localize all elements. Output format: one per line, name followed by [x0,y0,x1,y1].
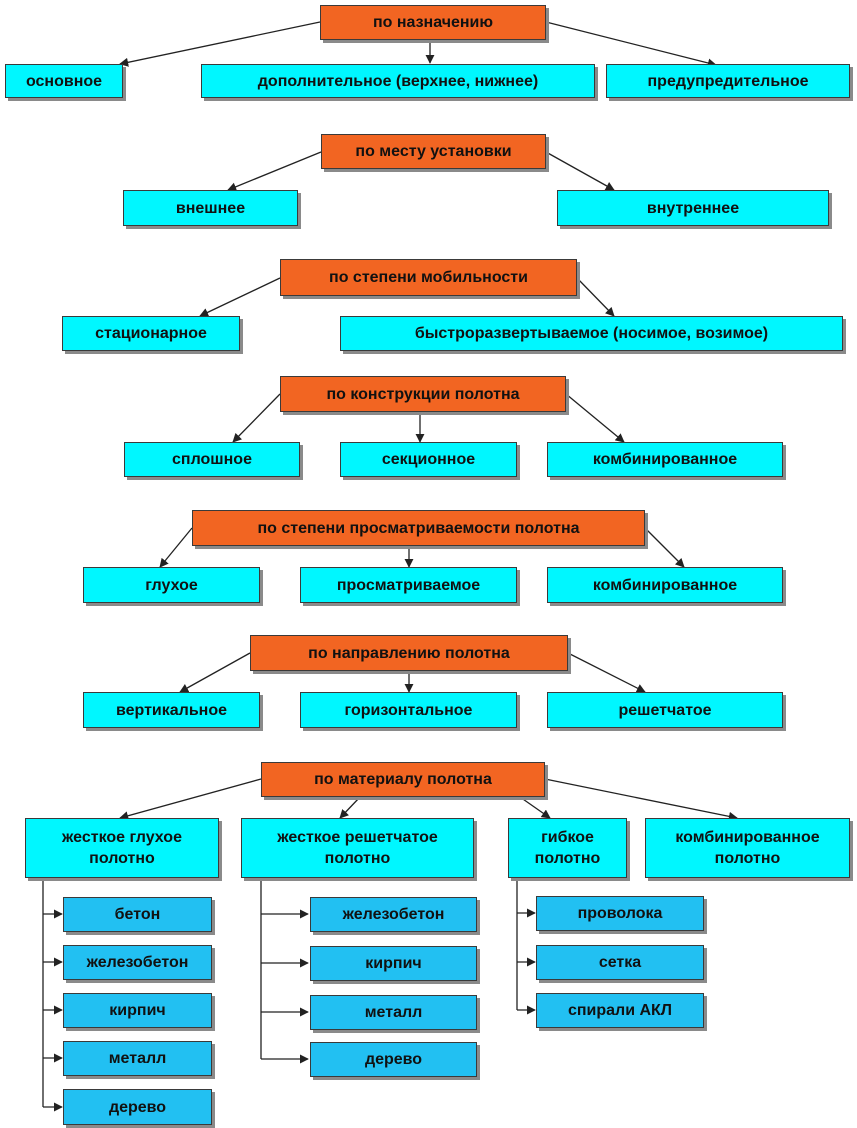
material-item: проволока [536,896,704,931]
material-item: бетон [63,897,212,932]
option-box: внутреннее [557,190,829,226]
connector-arrow [644,527,685,568]
connector-arrow [544,778,738,821]
material-item: спирали АКЛ [536,993,704,1028]
category-visibility: по степени просматриваемости полотна [192,510,645,546]
material-group-box: комбинированное полотно [645,818,850,878]
option-box: горизонтальное [300,692,517,728]
connector-arrow [576,277,615,317]
connector-arrow [545,151,615,191]
connector-arrow [159,527,193,568]
connector-arrow [565,393,625,443]
connector-arrow [227,151,322,192]
option-box: просматриваемое [300,567,517,603]
material-item: кирпич [310,946,477,981]
option-box: дополнительное (верхнее, нижнее) [201,64,595,98]
connector-arrow [519,796,551,819]
option-box: вертикальное [83,692,260,728]
category-material: по материалу полотна [261,762,545,797]
connector-arrow [119,21,321,67]
option-box: внешнее [123,190,298,226]
option-box: быстроразвертываемое (носимое, возимое) [340,316,843,351]
category-purpose: по назначению [320,5,546,40]
material-item: железобетон [63,945,212,980]
connector-arrow [119,778,262,821]
connector-arrow [232,393,281,443]
material-group-box: жесткое глухое полотно [25,818,219,878]
option-box: комбинированное [547,567,783,603]
material-group-box: жесткое решетчатое полотно [241,818,474,878]
option-box: глухое [83,567,260,603]
material-item: кирпич [63,993,212,1028]
category-location: по месту установки [321,134,546,169]
option-box: предупредительное [606,64,850,98]
category-construction: по конструкции полотна [280,376,566,412]
option-box: стационарное [62,316,240,351]
material-item: металл [310,995,477,1030]
material-item: металл [63,1041,212,1076]
option-box: сплошное [124,442,300,477]
option-box: решетчатое [547,692,783,728]
connector-arrow [567,652,646,693]
connector-arrow [179,652,251,693]
material-item: дерево [310,1042,477,1077]
material-item: железобетон [310,897,477,932]
material-group-box: гибкое полотно [508,818,627,878]
connector-arrow [199,277,281,317]
category-mobility: по степени мобильности [280,259,577,296]
category-direction: по направлению полотна [250,635,568,671]
option-box: секционное [340,442,517,477]
material-item: дерево [63,1089,212,1125]
connector-arrow [545,21,717,68]
option-box: основное [5,64,123,98]
option-box: комбинированное [547,442,783,477]
material-item: сетка [536,945,704,980]
connector-arrow [339,796,361,819]
